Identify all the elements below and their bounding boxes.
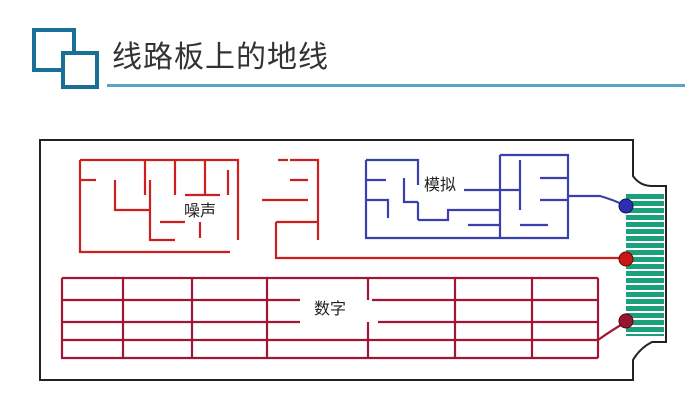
analog-label-bg (420, 174, 464, 194)
logo-icon (32, 28, 99, 89)
noise-label: 噪声 (184, 201, 216, 220)
noise-ground-node (618, 251, 634, 267)
analog-ground-node (618, 198, 634, 214)
header: 线路板上的地线 (0, 0, 686, 110)
page-title: 线路板上的地线 (112, 40, 329, 75)
analog-label: 模拟 (424, 175, 456, 194)
digital-ground-trace (60, 276, 627, 360)
board-outline (39, 139, 667, 381)
analog-ground-trace (364, 153, 627, 240)
noise-ground-trace (78, 158, 626, 260)
digital-label-bg (306, 298, 360, 320)
title-underline (107, 84, 685, 87)
digital-label: 数字 (314, 299, 346, 318)
noise-label-bg (180, 200, 224, 220)
edge-connector (626, 194, 664, 336)
digital-ground-node (618, 313, 634, 329)
